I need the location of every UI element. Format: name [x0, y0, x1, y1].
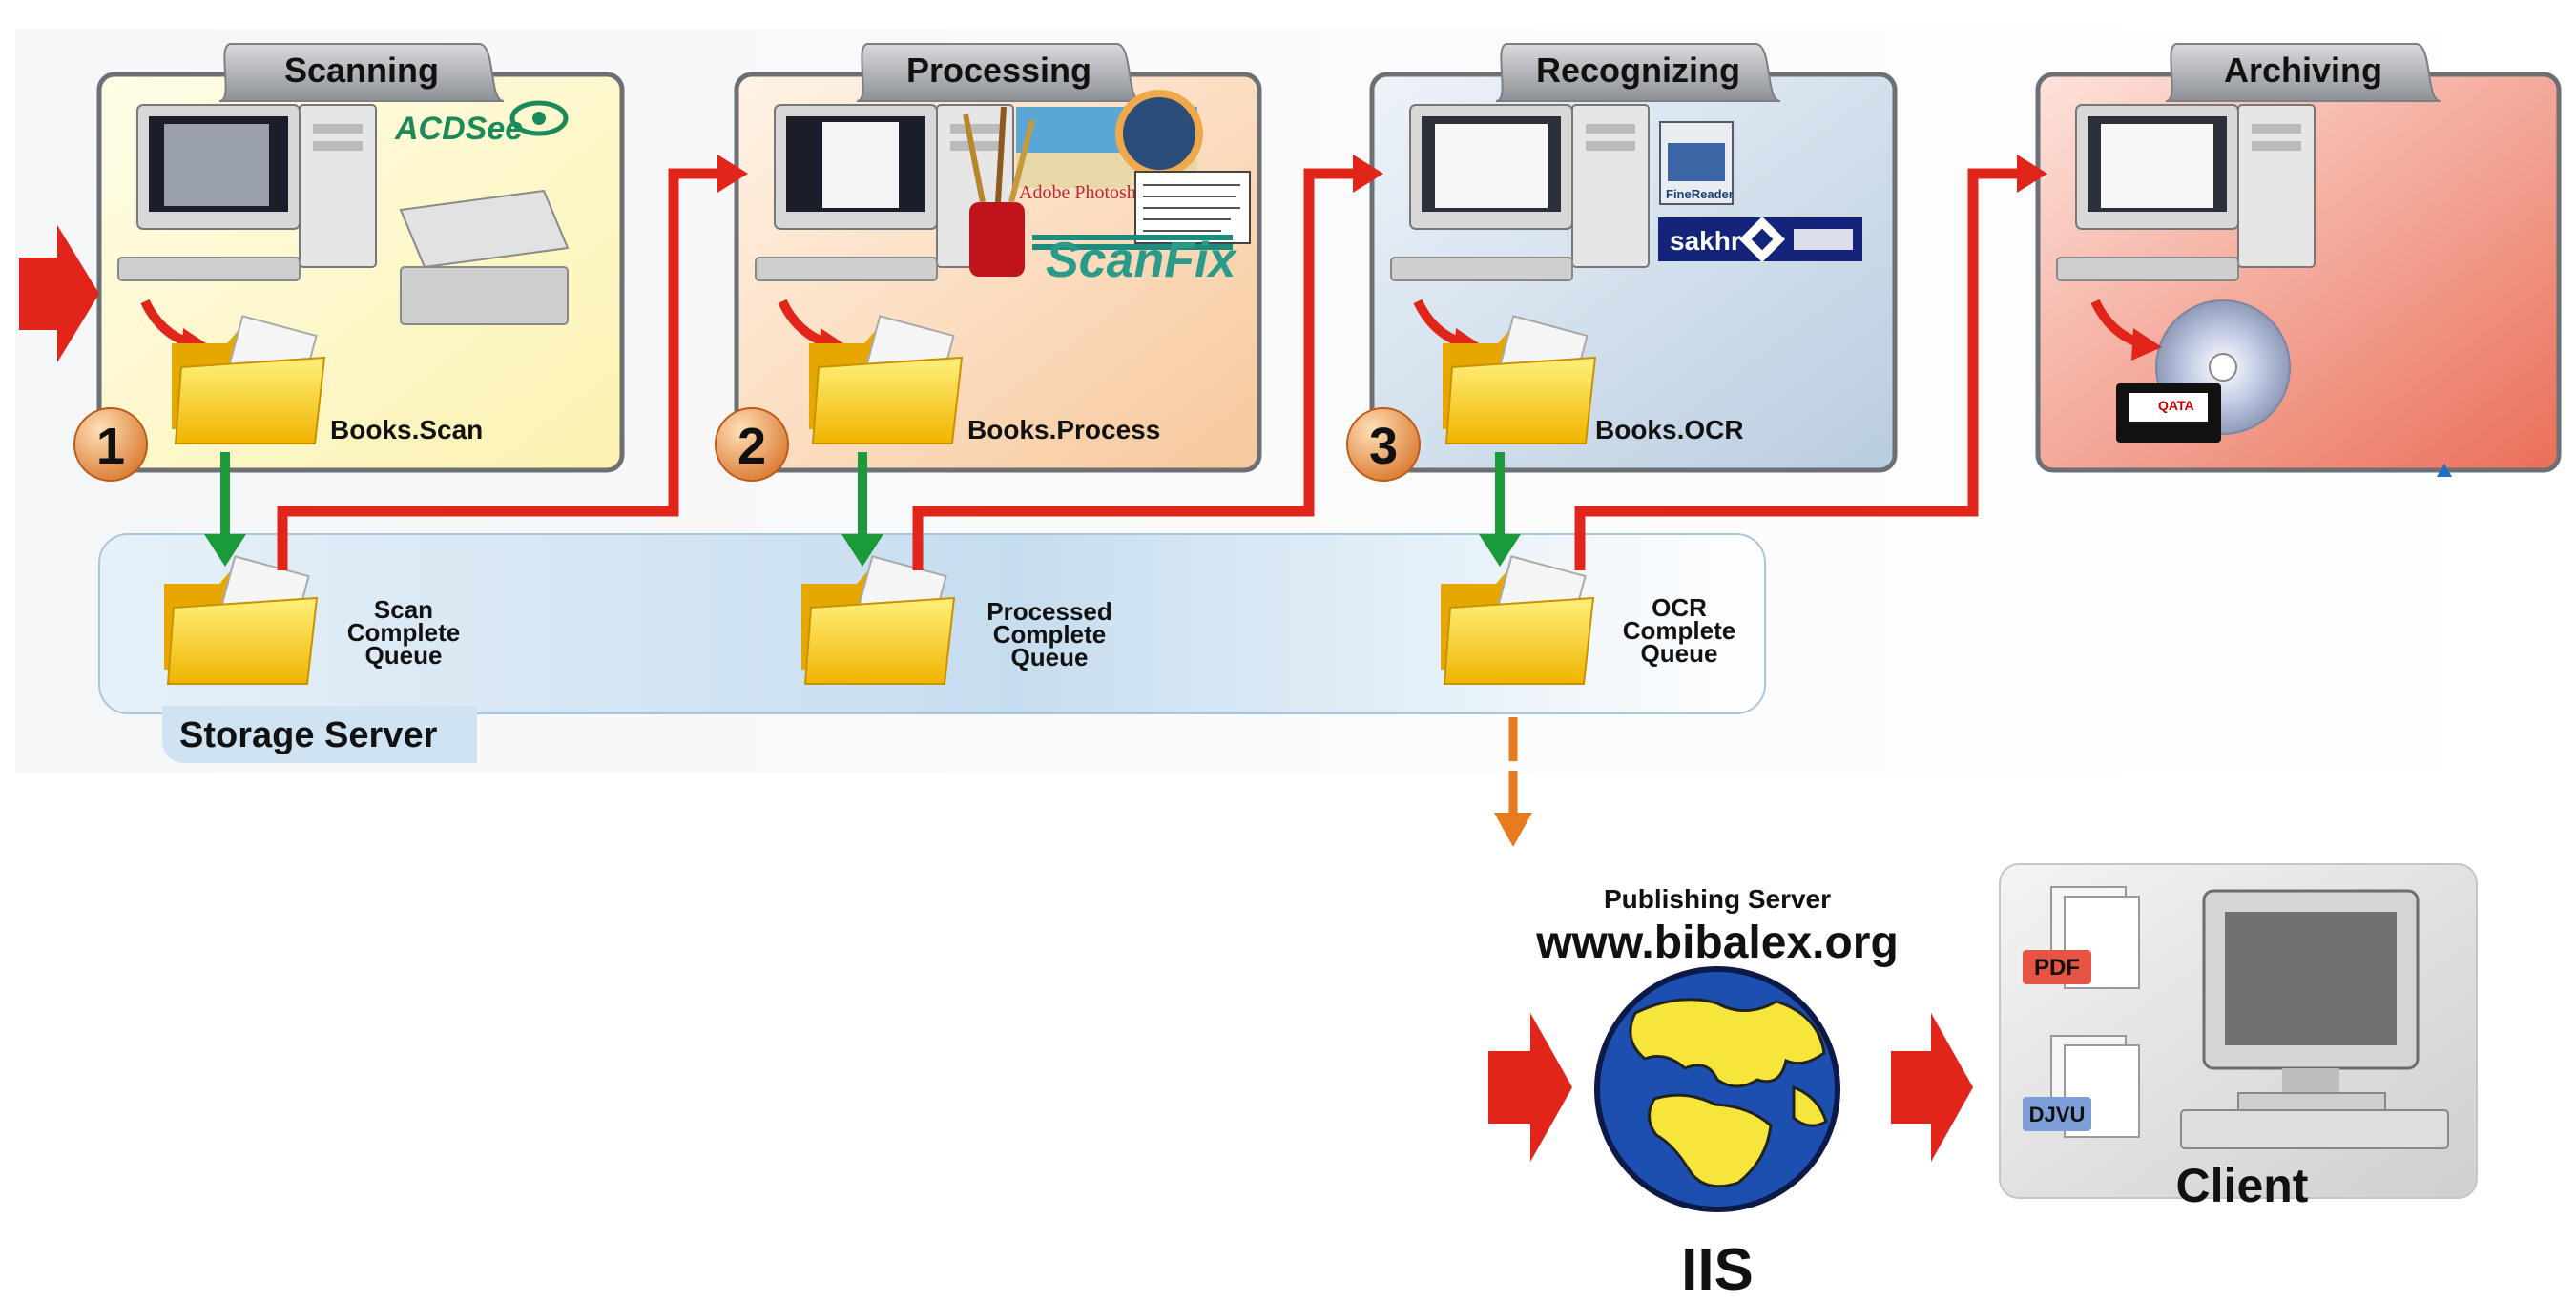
finereader-box-icon: FineReader — [1659, 121, 1734, 205]
tape-cartridge-icon: QATA — [2116, 383, 2221, 443]
computer-icon — [2056, 104, 2316, 281]
svg-text:Queue: Queue — [1011, 643, 1089, 671]
storage-server-title: Storage Server — [179, 715, 438, 755]
svg-text:PDF: PDF — [2034, 955, 2080, 981]
svg-text:Adobe Photoshop: Adobe Photoshop — [1019, 182, 1155, 203]
svg-text:2: 2 — [737, 418, 766, 475]
folder-icon-books-scan — [172, 315, 326, 444]
arrow-to-client — [1891, 1013, 1973, 1162]
svg-text:DJVU: DJVU — [2029, 1103, 2086, 1126]
archive-marker-icon — [2437, 464, 2452, 477]
tab-recognizing: Recognizing — [1495, 43, 1781, 102]
svg-text:Complete: Complete — [1623, 616, 1735, 645]
scanner-icon — [399, 189, 570, 325]
globe-icon — [1594, 966, 1840, 1212]
svg-text:3: 3 — [1369, 418, 1398, 475]
brush-cup-icon — [963, 106, 1035, 277]
svg-text:Complete: Complete — [993, 620, 1106, 649]
arrow-into-server — [1488, 1013, 1572, 1162]
tab-processing: Processing — [856, 43, 1142, 102]
folder-icon-books-ocr — [1443, 315, 1597, 444]
tab-archiving: Archiving — [2165, 43, 2441, 102]
stage-title-recognizing: Recognizing — [1536, 51, 1740, 90]
svg-text:ACDSee: ACDSee — [394, 111, 523, 147]
folder-label-books-scan: Books.Scan — [330, 415, 483, 444]
folder-icon-books-process — [809, 315, 964, 444]
svg-text:Queue: Queue — [365, 641, 443, 670]
svg-text:ScanFix: ScanFix — [1046, 233, 1237, 288]
publishing-url: www.bibalex.org — [1535, 918, 1899, 968]
step-badge-3: 3 — [1346, 407, 1421, 482]
svg-text:Scan: Scan — [374, 595, 433, 624]
red-flow-arrowhead — [717, 155, 2047, 193]
publishing-server-title: Publishing Server — [1604, 884, 1831, 914]
iis-label: IIS — [1681, 1237, 1754, 1301]
svg-text:sakhr: sakhr — [1670, 226, 1741, 256]
svg-text:FineReader: FineReader — [1666, 187, 1734, 201]
text-snippet-icon — [1134, 171, 1251, 244]
djvu-document-icon: DJVU — [2023, 1035, 2140, 1138]
step-badge-2: 2 — [715, 407, 789, 482]
folder-label-books-process: Books.Process — [967, 415, 1160, 444]
svg-text:Processed: Processed — [987, 597, 1112, 626]
stage-title-processing: Processing — [906, 51, 1091, 90]
input-arrow — [19, 225, 99, 362]
folder-icon-processed-queue — [801, 555, 956, 685]
red-flow-arrow — [277, 168, 2023, 570]
computer-icon — [117, 104, 377, 281]
svg-text:Queue: Queue — [1641, 639, 1718, 668]
client-computer-icon — [2180, 889, 2449, 1149]
photoshop-logo: Adobe Photoshop — [1016, 90, 1203, 203]
queue-label-scan: Scan Complete Queue — [347, 595, 460, 670]
folder-icon-ocr-queue — [1441, 555, 1595, 685]
stage-title-archiving: Archiving — [2224, 51, 2382, 90]
step-badge-1: 1 — [73, 407, 148, 482]
queue-label-ocr: OCR Complete Queue — [1623, 593, 1735, 668]
queue-label-processed: Processed Complete Queue — [987, 597, 1112, 671]
stage-title-scanning: Scanning — [284, 51, 439, 90]
scanfix-logo: ScanFix — [1032, 233, 1237, 288]
client-title: Client — [2176, 1159, 2309, 1212]
svg-text:1: 1 — [96, 418, 125, 475]
svg-text:Complete: Complete — [347, 618, 460, 647]
computer-icon — [755, 104, 1014, 281]
tab-scanning: Scanning — [218, 43, 505, 102]
orange-arrow — [1494, 717, 1532, 847]
folder-icon-scan-queue — [164, 555, 319, 685]
svg-text:QATA: QATA — [2158, 398, 2194, 413]
acdsee-logo: ACDSee — [394, 100, 569, 147]
sakhr-logo: sakhr — [1658, 216, 1862, 263]
green-arrow — [204, 452, 1521, 567]
computer-icon — [1390, 104, 1650, 281]
svg-text:OCR: OCR — [1652, 593, 1707, 622]
pdf-document-icon: PDF — [2023, 886, 2140, 989]
folder-label-books-ocr: Books.OCR — [1595, 415, 1744, 444]
